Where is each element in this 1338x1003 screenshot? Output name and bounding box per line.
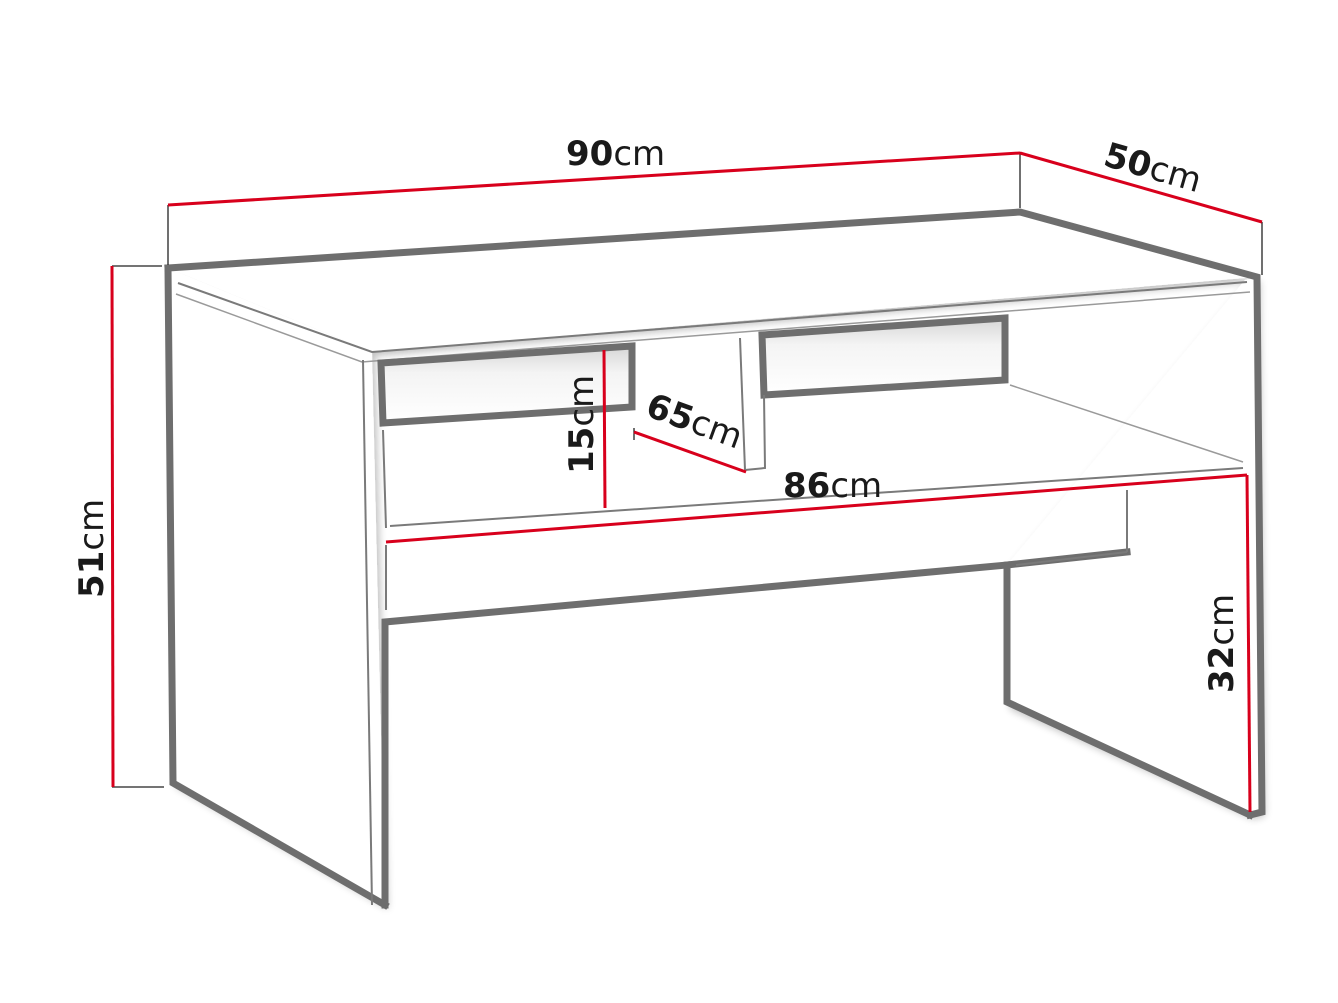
svg-text:15cm: 15cm: [562, 375, 602, 474]
extension-lines: [112, 152, 1263, 788]
width-dimension-line: [167, 151, 1021, 207]
top-edge-lines: [175, 281, 1251, 906]
left-drawer-front: [381, 346, 632, 423]
drawer-height-dimension-line: [602, 349, 607, 509]
depth-dimension-line: [1019, 151, 1263, 224]
left-side-panel: [168, 268, 385, 905]
label-inner-depth: 65cm: [641, 386, 748, 458]
label-inner-width: 86cm: [783, 466, 882, 506]
svg-text:90cm: 90cm: [566, 134, 665, 174]
height-dimension-line: [110, 265, 115, 788]
label-drawer-height: 15cm: [562, 375, 602, 474]
right-side-panel: [1007, 277, 1262, 815]
outer-outline: [164, 208, 1266, 910]
label-leg-clearance: 32cm: [1202, 594, 1242, 693]
svg-text:65cm: 65cm: [641, 386, 748, 458]
leg-clearance-dimension-line: [1245, 474, 1252, 813]
label-height: 51cm: [72, 499, 112, 598]
inner-width-dimension-line: [385, 473, 1248, 544]
svg-text:32cm: 32cm: [1202, 594, 1242, 693]
upper-compartment: [377, 314, 1244, 610]
label-width: 90cm: [566, 134, 665, 174]
table-body: [168, 212, 1262, 905]
table-top: [168, 212, 1257, 352]
dimension-lines: [110, 151, 1263, 813]
inner-depth-dimension-line: [633, 430, 747, 474]
svg-text:86cm: 86cm: [783, 466, 882, 506]
svg-text:51cm: 51cm: [72, 499, 112, 598]
right-drawer-front: [762, 318, 1005, 395]
